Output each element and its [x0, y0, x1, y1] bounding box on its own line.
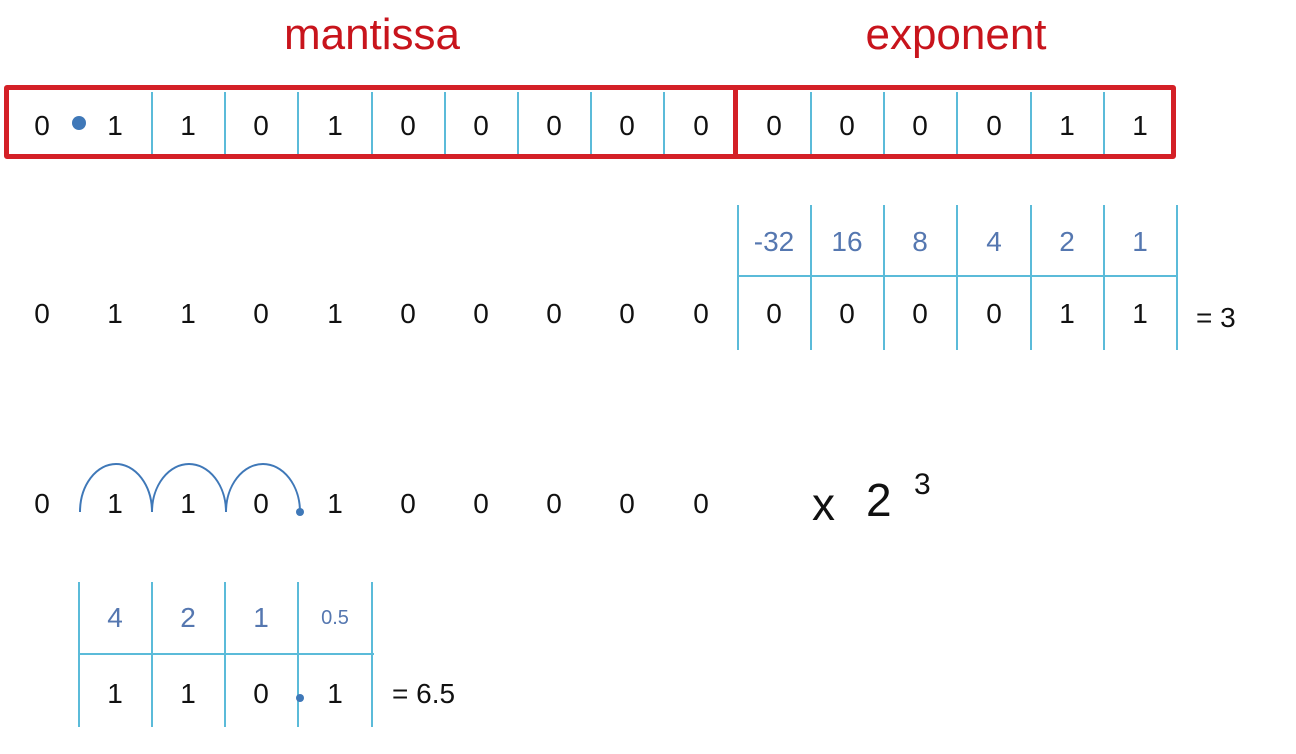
- exponent-bit: 0: [986, 298, 1002, 329]
- register-bit: 0: [766, 110, 782, 141]
- register-bit: 0: [473, 110, 489, 141]
- register-bit: 1: [327, 110, 343, 141]
- register-cell-divider: [663, 92, 665, 154]
- exponent-place-value: 1: [1132, 226, 1148, 257]
- shifted-mantissa-bit: 1: [180, 488, 196, 519]
- exponent-bit: 1: [1059, 298, 1075, 329]
- register-bit: 0: [34, 110, 50, 141]
- mantissa-bit: 0: [693, 298, 709, 329]
- mantissa-bit: 0: [473, 298, 489, 329]
- register-cell-divider: [590, 92, 592, 154]
- shifted-mantissa-bit: 0: [693, 488, 709, 519]
- register-bit: 1: [1132, 110, 1148, 141]
- register-cell-divider: [883, 92, 885, 154]
- mantissa-table-divider: [151, 582, 153, 727]
- register-bit: 0: [619, 110, 635, 141]
- register-cell-divider: [224, 92, 226, 154]
- base-two: 2: [866, 474, 892, 526]
- exponent-bit: 0: [839, 298, 855, 329]
- shifted-point-dot: [296, 508, 304, 516]
- shifted-mantissa-bit: 1: [107, 488, 123, 519]
- register-box: [4, 85, 1176, 159]
- shifted-mantissa-bit: 0: [473, 488, 489, 519]
- shifted-mantissa-bit: 0: [619, 488, 635, 519]
- mantissa-table-bit: 1: [327, 678, 343, 709]
- exponent-result: = 3: [1196, 302, 1236, 333]
- exponent-place-value: 4: [986, 226, 1002, 257]
- register-cell-divider: [517, 92, 519, 154]
- register-bit: 1: [1059, 110, 1075, 141]
- register-cell-divider: [371, 92, 373, 154]
- mantissa-bit: 0: [400, 298, 416, 329]
- shifted-mantissa-bit: 0: [546, 488, 562, 519]
- mantissa-bit: 0: [253, 298, 269, 329]
- exponent-label: exponent: [865, 10, 1047, 59]
- mantissa-bit: 0: [34, 298, 50, 329]
- mantissa-point-dot: [296, 694, 304, 702]
- register-bit: 0: [400, 110, 416, 141]
- mantissa-place-value: 4: [107, 602, 123, 633]
- register-bit: 0: [986, 110, 1002, 141]
- mantissa-table-rule: [80, 653, 374, 655]
- mantissa-place-value: 1: [253, 602, 269, 633]
- mantissa-table-bit: 1: [180, 678, 196, 709]
- shift-arc-3: [225, 463, 301, 513]
- mantissa-table-bit: 1: [107, 678, 123, 709]
- exponent-table-divider: [1030, 205, 1032, 350]
- exponent-table-divider: [810, 205, 812, 350]
- exponent-table-divider: [1176, 205, 1178, 350]
- exponent-bit: 0: [766, 298, 782, 329]
- power-three: 3: [914, 468, 931, 501]
- binary-point-dot: [72, 116, 86, 130]
- exponent-bit: 0: [912, 298, 928, 329]
- shifted-mantissa-bit: 1: [327, 488, 343, 519]
- mantissa-result: = 6.5: [392, 678, 456, 709]
- exponent-table-divider: [883, 205, 885, 350]
- exponent-place-value: 8: [912, 226, 928, 257]
- register-cell-divider: [444, 92, 446, 154]
- exponent-table-divider: [737, 205, 739, 350]
- mantissa-table-divider: [78, 582, 80, 727]
- register-cell-divider: [151, 92, 153, 154]
- register-cell-divider: [1030, 92, 1032, 154]
- register-cell-divider: [956, 92, 958, 154]
- register-cell-divider: [297, 92, 299, 154]
- mantissa-bit: 1: [107, 298, 123, 329]
- exponent-place-value: 16: [831, 226, 863, 257]
- mantissa-table-divider: [371, 582, 373, 727]
- shifted-mantissa-bit: 0: [400, 488, 416, 519]
- register-bit: 0: [912, 110, 928, 141]
- exponent-place-value: -32: [753, 226, 795, 257]
- mantissa-bit: 0: [546, 298, 562, 329]
- mantissa-table-divider: [297, 582, 299, 727]
- exponent-bit: 1: [1132, 298, 1148, 329]
- mantissa-bit: 1: [180, 298, 196, 329]
- shift-arc-2: [151, 463, 227, 513]
- exponent-table-rule: [738, 275, 1178, 277]
- register-cell-divider: [810, 92, 812, 154]
- register-cell-divider: [1103, 92, 1105, 154]
- mantissa-place-value: 0.5: [321, 607, 349, 629]
- register-bit: 0: [546, 110, 562, 141]
- exponent-place-value: 2: [1059, 226, 1075, 257]
- register-bit: 0: [839, 110, 855, 141]
- mantissa-label: mantissa: [283, 10, 461, 59]
- mantissa-exponent-divider: [733, 85, 738, 159]
- mantissa-table-divider: [224, 582, 226, 727]
- register-bit: 0: [253, 110, 269, 141]
- exponent-table-divider: [956, 205, 958, 350]
- mantissa-bit: 1: [327, 298, 343, 329]
- shifted-mantissa-bit: 0: [34, 488, 50, 519]
- shift-arc-1: [79, 463, 153, 513]
- times-sign: x: [812, 478, 835, 530]
- exponent-table-divider: [1103, 205, 1105, 350]
- register-bit: 0: [693, 110, 709, 141]
- register-bit: 1: [180, 110, 196, 141]
- shifted-mantissa-bit: 0: [253, 488, 269, 519]
- mantissa-bit: 0: [619, 298, 635, 329]
- mantissa-table-bit: 0: [253, 678, 269, 709]
- register-bit: 1: [107, 110, 123, 141]
- mantissa-place-value: 2: [180, 602, 196, 633]
